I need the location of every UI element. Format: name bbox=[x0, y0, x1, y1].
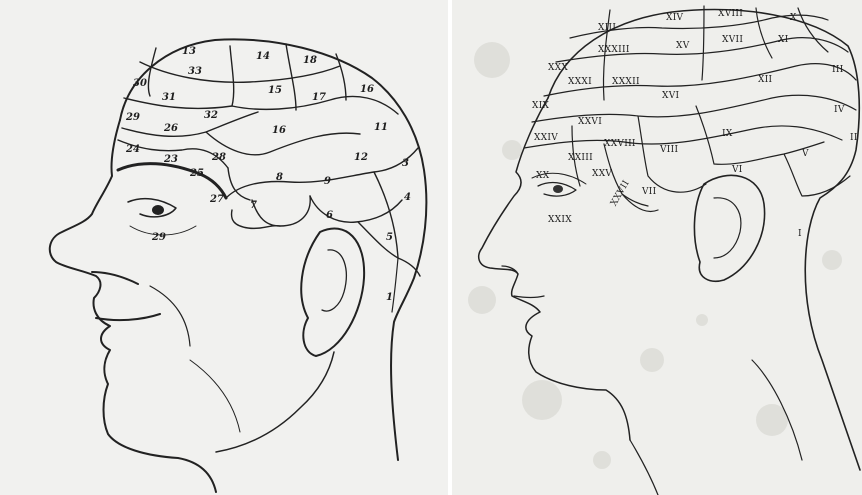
zone-label: 4 bbox=[404, 192, 411, 203]
zone-label: 3 bbox=[402, 158, 409, 169]
zone-label: XXIX bbox=[548, 215, 572, 225]
zone-label: XX bbox=[536, 171, 550, 181]
zone-label: 18 bbox=[303, 55, 317, 66]
right-zone-labels: XIII XIV XVIII X XXXIII XV XVII XI XXX X… bbox=[532, 9, 858, 239]
zone-label: XXVI bbox=[578, 117, 602, 127]
zone-label: XVIII bbox=[718, 9, 743, 19]
zone-label: XXX bbox=[548, 63, 568, 73]
zone-label: XVII bbox=[722, 35, 743, 45]
zone-label: 8 bbox=[276, 172, 283, 183]
paper-stains bbox=[468, 42, 842, 469]
zone-label: XXIII bbox=[568, 153, 593, 163]
zone-label: XV bbox=[676, 41, 690, 51]
zone-label: VII bbox=[641, 187, 657, 197]
zone-label: XVI bbox=[662, 91, 680, 101]
zone-label: II bbox=[850, 133, 858, 143]
zone-label: IV bbox=[834, 105, 845, 115]
zone-label: 32 bbox=[204, 110, 218, 121]
zone-label: 7 bbox=[250, 200, 257, 211]
zone-label: 25 bbox=[189, 168, 204, 179]
zone-label: VIII bbox=[659, 145, 679, 155]
zone-label: 33 bbox=[188, 66, 202, 77]
left-head-drawing: 13 14 18 33 30 31 15 17 16 29 32 26 11 1… bbox=[0, 0, 448, 495]
zone-label: XXIV bbox=[534, 133, 558, 143]
zone-label: 13 bbox=[182, 46, 196, 57]
zone-label: 16 bbox=[272, 125, 286, 136]
zone-label: 5 bbox=[386, 232, 393, 243]
zone-label: 12 bbox=[354, 152, 368, 163]
zone-label: XXVII bbox=[609, 179, 632, 208]
zone-label: XXXII bbox=[612, 77, 640, 87]
zone-label: 14 bbox=[256, 51, 270, 62]
zone-label: 16 bbox=[360, 84, 374, 95]
zone-label: 27 bbox=[209, 194, 224, 205]
zone-label: 9 bbox=[324, 176, 331, 187]
zone-label: XXXIII bbox=[598, 45, 630, 55]
zone-label: 31 bbox=[162, 92, 176, 103]
zone-label: IX bbox=[722, 129, 733, 139]
zone-label: 24 bbox=[125, 144, 140, 155]
zone-label: III bbox=[832, 65, 844, 75]
zone-label: XXVIII bbox=[604, 139, 636, 149]
zone-label: 17 bbox=[312, 92, 326, 103]
zone-label: 26 bbox=[163, 123, 178, 134]
zone-label: I bbox=[798, 229, 802, 239]
zone-label: 30 bbox=[133, 78, 147, 89]
zone-label: XIII bbox=[598, 23, 616, 33]
left-phrenology-illustration: 13 14 18 33 30 31 15 17 16 29 32 26 11 1… bbox=[0, 0, 448, 495]
zone-label: XXV bbox=[592, 169, 612, 179]
zone-label: VI bbox=[731, 165, 743, 175]
zone-label: 15 bbox=[268, 85, 282, 96]
zone-label: 29 bbox=[151, 232, 166, 243]
zone-label: 6 bbox=[326, 210, 333, 221]
zone-label: XIX bbox=[532, 101, 550, 111]
zone-label: V bbox=[801, 149, 809, 159]
zone-label: XII bbox=[758, 75, 773, 85]
zone-label: 11 bbox=[374, 122, 388, 133]
zone-label: 28 bbox=[211, 152, 226, 163]
zone-label: 29 bbox=[125, 112, 140, 123]
zone-label: X bbox=[790, 13, 797, 23]
zone-label: 23 bbox=[163, 154, 178, 165]
right-head-drawing: XIII XIV XVIII X XXXIII XV XVII XI XXX X… bbox=[452, 0, 862, 495]
right-phrenology-illustration: XIII XIV XVIII X XXXIII XV XVII XI XXX X… bbox=[452, 0, 862, 495]
zone-label: XXXI bbox=[568, 77, 592, 87]
zone-label: XIV bbox=[666, 13, 684, 23]
zone-label: 1 bbox=[386, 292, 393, 303]
left-zone-labels: 13 14 18 33 30 31 15 17 16 29 32 26 11 1… bbox=[125, 46, 411, 303]
zone-label: XI bbox=[778, 35, 789, 45]
